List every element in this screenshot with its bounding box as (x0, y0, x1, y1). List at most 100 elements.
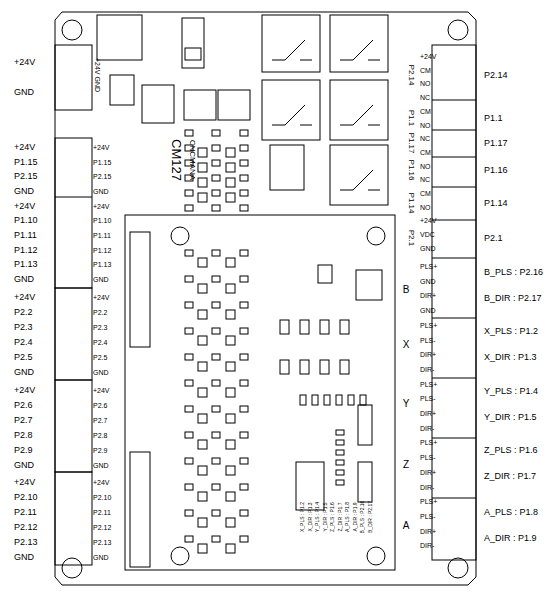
pin-label: P2.5 (93, 354, 107, 361)
pin-label: Y_DIR : P1.5 (322, 502, 327, 531)
smd-part (336, 440, 344, 445)
pin-label: B (403, 285, 410, 295)
smd-part (336, 450, 344, 455)
pin-label: Z_DIR : P1.7 (484, 472, 536, 481)
pin-label: GND (420, 307, 436, 314)
smd-parts (185, 130, 366, 553)
smd-part (212, 432, 220, 438)
pin-label: GND (14, 275, 34, 284)
left-terminals (55, 45, 92, 565)
pin-label: P2.11 (14, 508, 37, 517)
smd-part (240, 328, 248, 334)
power-parts (97, 15, 304, 190)
smd-part (336, 460, 344, 465)
smd-part (226, 163, 235, 172)
pin-label: P2.6 (93, 402, 107, 409)
smd-part (185, 130, 193, 136)
pin-label: Z_DIR : P1.7 (337, 503, 342, 532)
pin-label: X (403, 340, 410, 350)
pin-label: P1.1 (484, 114, 503, 123)
pin-label: CM (420, 66, 431, 73)
pin-label: CM (420, 107, 431, 114)
smd-part (226, 414, 235, 423)
pin-label: P2.3 (14, 323, 33, 332)
pin-label: GND (93, 462, 109, 469)
smd-part (240, 145, 248, 151)
pin-label: GND (420, 277, 436, 284)
pin-label: P2.14 (484, 71, 508, 80)
pin-label: A_PLS : P1.8 (345, 502, 350, 532)
pin-label: CM127 (170, 139, 183, 181)
pin-label: P2.13 (14, 538, 38, 547)
pin-label: P2.12 (14, 523, 38, 532)
smd-part (212, 406, 220, 412)
pin-label: Y_DIR : P1.5 (484, 413, 537, 422)
pin-label: NC (420, 135, 430, 142)
smd-part (240, 536, 248, 542)
smd-part (185, 484, 193, 490)
pin-label: PLS+ (420, 321, 437, 328)
pin-label: +24V (93, 387, 110, 394)
smd-part (240, 190, 248, 196)
pin-label: DIR+ (420, 468, 436, 475)
smd-part (198, 178, 207, 187)
pin-label: B_PLS : P2.16 (360, 501, 365, 534)
pin-label: CM (420, 190, 431, 197)
pin-label: Y (403, 399, 410, 409)
pin-label: GND (14, 461, 34, 470)
smd-part (226, 362, 235, 371)
smd-part (198, 336, 207, 345)
pin-label: B_PLS : P2.16 (484, 268, 543, 277)
pin-label: PLS+ (420, 498, 437, 505)
pin-label: NO (420, 121, 431, 128)
pin-label: P1.16 (484, 166, 508, 175)
smd-part (226, 178, 235, 187)
pin-label: A_DIR : P1.9 (352, 502, 357, 531)
pin-label: A_DIR : P1.9 (484, 534, 537, 543)
pin-label: DIR+ (420, 410, 436, 417)
smd-part (212, 510, 220, 516)
pin-label: CM (420, 148, 431, 155)
pin-label: DIR- (420, 365, 434, 372)
pin-label: P2.15 (93, 173, 111, 180)
smd-part (226, 148, 235, 157)
pin-label: VDC (420, 231, 435, 238)
pin-label: GND (93, 369, 109, 376)
mount-holes (62, 20, 468, 578)
pin-label: PLS+ (420, 439, 437, 446)
smd-part (212, 354, 220, 360)
pin-label: PLS- (420, 512, 436, 519)
smd-part (226, 518, 235, 527)
pin-label: A_PLS : P1.8 (484, 508, 538, 517)
pin-label: Z_PLS : P1.6 (484, 446, 538, 455)
pin-label: P2.14 (407, 65, 415, 86)
pin-label: P1.15 (14, 157, 38, 166)
smd-part (240, 432, 248, 438)
smd-part (212, 328, 220, 334)
smd-part (226, 310, 235, 319)
smd-part (340, 320, 349, 334)
pin-label: P2.11 (93, 509, 111, 516)
smd-part (300, 320, 309, 334)
smd-part (240, 205, 248, 211)
smd-part (198, 193, 207, 202)
pin-label: NO (420, 80, 431, 87)
smd-part (240, 302, 248, 308)
pin-label: +24V (420, 217, 437, 224)
pin-label: P1.11 (14, 231, 37, 240)
pin-label: PLS- (420, 454, 436, 461)
pin-label: P1.17 (484, 139, 508, 148)
pin-label: DIR- (420, 424, 434, 431)
pin-label: P1.10 (14, 216, 38, 225)
pin-label: +24V (420, 53, 437, 60)
smd-part (212, 250, 220, 256)
pin-label: P1.11 (93, 232, 111, 239)
smd-part (226, 388, 235, 397)
smd-part (336, 470, 344, 475)
smd-part (198, 544, 207, 553)
smd-part (226, 284, 235, 293)
smd-part (185, 354, 193, 360)
pin-label: X_DIR : P1.3 (307, 502, 312, 531)
smd-part (240, 406, 248, 412)
